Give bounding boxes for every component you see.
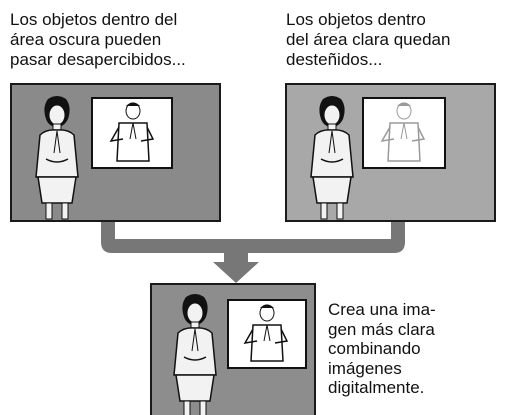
- woman-figure-icon: [35, 96, 79, 220]
- woman-figure-icon: [310, 96, 354, 220]
- dark-exposure-panel: [10, 83, 221, 222]
- dark-area-caption: Los objetos dentro del área oscura puede…: [10, 10, 186, 69]
- man-in-window-icon: [362, 97, 446, 169]
- light-exposure-panel: [285, 83, 496, 222]
- man-in-window-icon: [91, 97, 173, 169]
- woman-figure-icon: [173, 294, 217, 415]
- man-in-window-icon: [227, 299, 307, 369]
- combined-image-panel: [150, 283, 316, 415]
- light-area-caption: Los objetos dentro del área clara quedan…: [286, 10, 451, 69]
- combined-image-caption: Crea una ima- gen más clara combinando i…: [328, 300, 436, 397]
